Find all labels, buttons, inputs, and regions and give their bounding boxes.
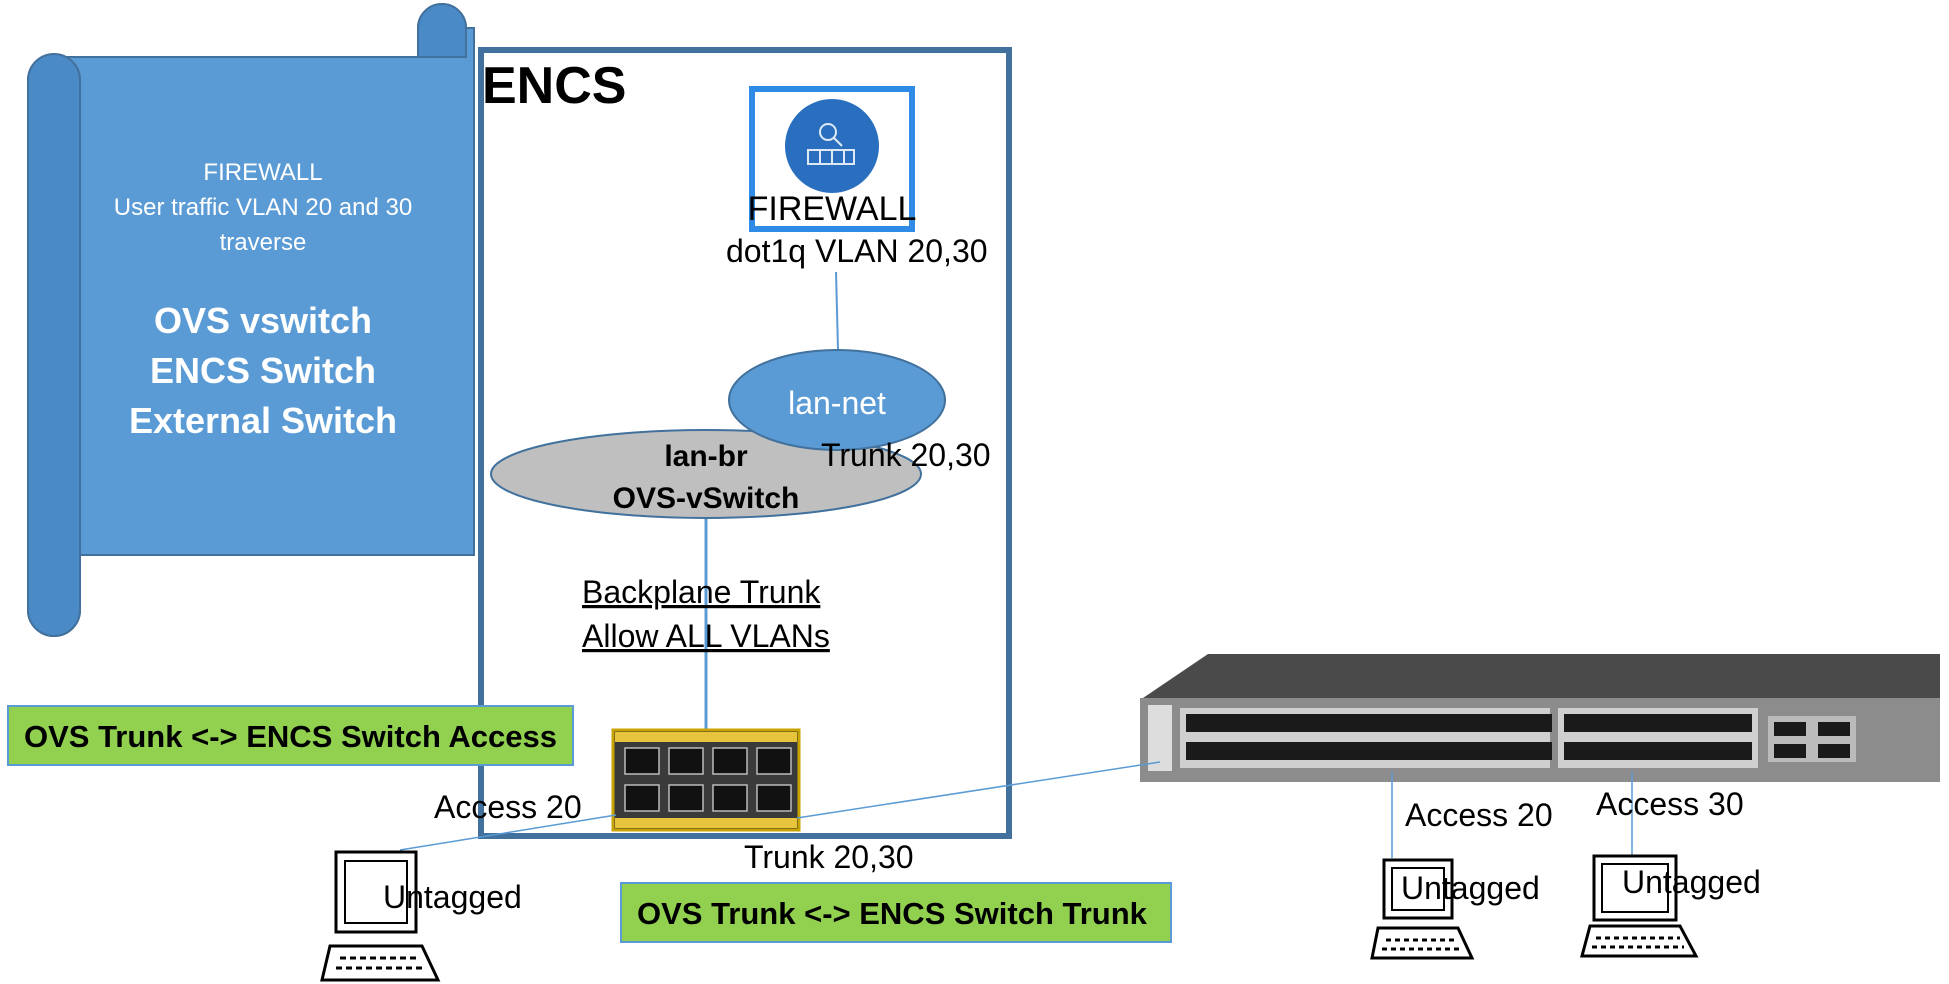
backplane-line-2: Allow ALL VLANs (582, 618, 830, 654)
scroll-line-3: traverse (220, 229, 307, 256)
firewall-node: FIREWALL (748, 86, 917, 232)
scroll-curl-left (27, 53, 81, 637)
firewall-label: FIREWALL (748, 190, 917, 228)
encs-title: ENCS (482, 57, 626, 115)
scroll-bold-1: OVS vswitch (154, 300, 372, 341)
right2-access-label: Access 30 (1596, 786, 1744, 822)
link-firewall-lannet (835, 271, 839, 351)
link-left-host (399, 814, 617, 851)
scroll-bold-2: ENCS Switch (150, 350, 376, 391)
right1-untagged-label: Untagged (1401, 870, 1540, 906)
trunk-callout-text: OVS Trunk <-> ENCS Switch Trunk (637, 896, 1148, 931)
lan-br-label: lan-br (664, 440, 748, 473)
scroll-line-1: FIREWALL (203, 159, 322, 186)
laptop-right-1 (1370, 858, 1475, 960)
lan-br-node (490, 429, 922, 519)
scroll-line-2: User traffic VLAN 20 and 30 (114, 194, 412, 221)
scroll-note: FIREWALL User traffic VLAN 20 and 30 tra… (27, 3, 475, 637)
encs-box (478, 47, 1012, 839)
access-callout-text: OVS Trunk <-> ENCS Switch Access (24, 719, 557, 754)
ovs-vswitch-label: OVS-vSwitch (613, 482, 800, 515)
trunk-lower-label: Trunk 20,30 (744, 839, 914, 875)
left-untagged-label: Untagged (383, 879, 522, 915)
trunk-callout-box (620, 882, 1172, 943)
firewall-vlan-label: dot1q VLAN 20,30 (726, 233, 988, 269)
external-switch (1140, 654, 1940, 782)
access-callout-box (7, 705, 574, 766)
lan-net-label: lan-net (788, 385, 886, 421)
left-access-label: Access 20 (434, 789, 582, 825)
link-encs-extswitch (796, 761, 1161, 819)
backplane-line-1: Backplane Trunk (582, 574, 821, 610)
laptop-left (320, 850, 441, 982)
encs-switch-ports (611, 728, 801, 832)
scroll-curl-top (417, 3, 467, 58)
lan-net-node (728, 349, 946, 451)
firewall-icon (785, 99, 879, 193)
right2-untagged-label: Untagged (1622, 864, 1761, 900)
scroll-bold-3: External Switch (129, 400, 397, 441)
laptop-right-2 (1580, 854, 1699, 958)
right1-access-label: Access 20 (1405, 797, 1553, 833)
trunk-upper-label: Trunk 20,30 (821, 437, 991, 473)
